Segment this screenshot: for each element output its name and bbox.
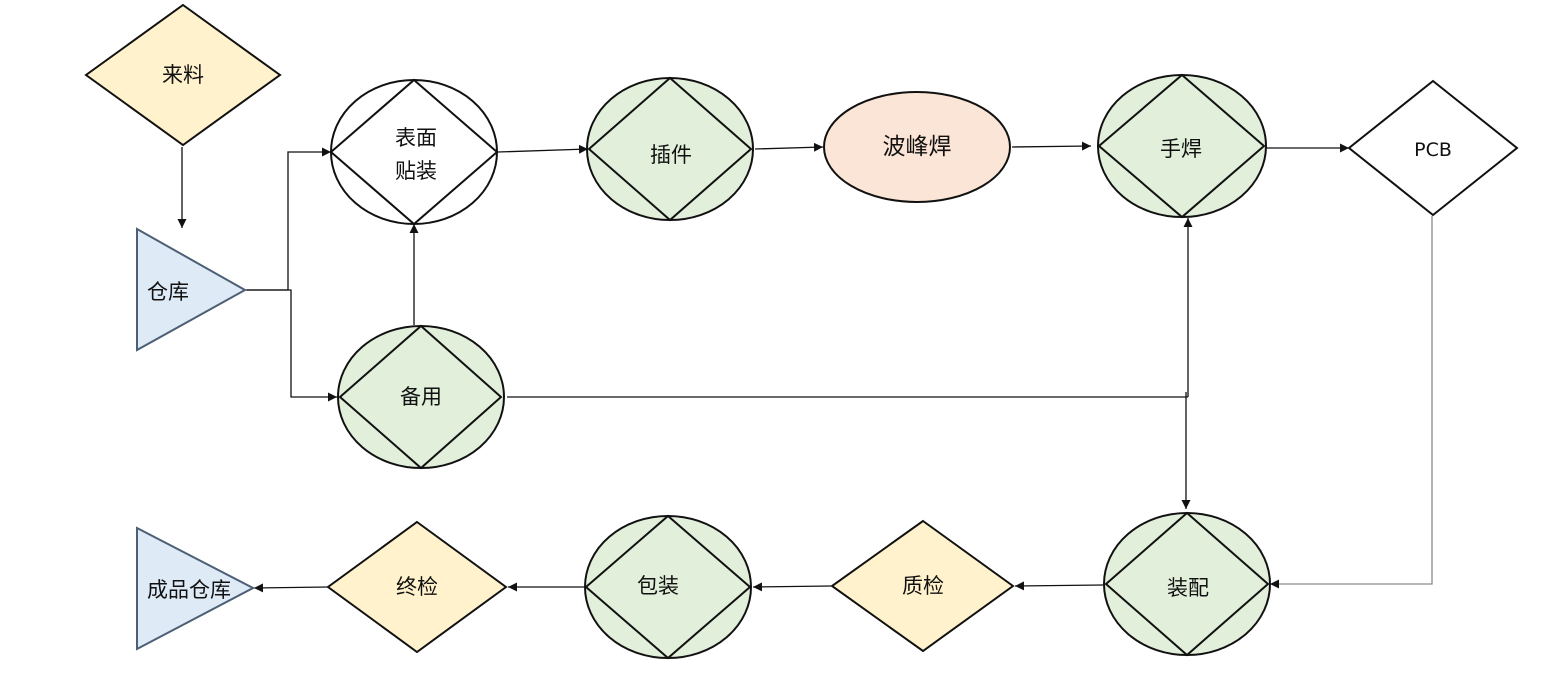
node-packaging: 包装: [584, 514, 752, 660]
node-assembly-label: 装配: [1167, 576, 1209, 600]
node-hand-solder-diamond: [1097, 73, 1266, 219]
node-qc-shape: [830, 519, 1015, 653]
node-qc-label: 质检: [902, 574, 944, 598]
node-pcb-shape: [1347, 79, 1519, 217]
node-wave-solder-ellipse: [823, 91, 1011, 203]
node-pcb: PCB: [1347, 79, 1519, 217]
node-assembly: 装配: [1103, 511, 1271, 657]
edge-final-check-to-finished-warehouse: [253, 583, 329, 593]
node-incoming-shape: [84, 3, 282, 147]
node-final-check-shape: [326, 520, 508, 654]
node-warehouse-label: 仓库: [147, 280, 189, 304]
node-spare: 备用: [337, 324, 505, 470]
node-final-check: 终检: [326, 520, 508, 654]
node-insertion-label: 插件: [650, 143, 692, 167]
edges: [177, 141, 1433, 593]
node-smt: 表面 贴装: [329, 78, 499, 226]
node-hand-solder: 手焊: [1097, 73, 1267, 219]
node-incoming-label: 来料: [162, 63, 204, 87]
edge-warehouse-to-smt: [246, 147, 331, 291]
node-smt-label-line2: 贴装: [395, 159, 437, 183]
node-smt-label-line1: 表面: [395, 126, 437, 150]
node-smt-diamond: [329, 78, 499, 226]
edge-insertion-to-wave-solder: [754, 142, 824, 152]
edge-assembly-to-qc: [1014, 581, 1104, 591]
node-packaging-diamond: [584, 514, 752, 660]
node-final-check-label: 终检: [396, 575, 438, 599]
node-spare-diamond: [338, 324, 503, 470]
node-assembly-diamond: [1104, 511, 1270, 657]
node-qc: 质检: [830, 519, 1015, 653]
edge-wave-solder-to-hand-solder: [1011, 141, 1092, 151]
node-pcb-label: PCB: [1414, 139, 1452, 161]
node-smt-ellipse: [330, 79, 498, 225]
node-insertion: 插件: [586, 76, 754, 222]
edge-qc-to-packaging: [752, 582, 832, 592]
edge-pcb-to-assembly: [1270, 216, 1433, 589]
node-finished-warehouse-label: 成品仓库: [147, 578, 231, 602]
node-insertion-diamond: [587, 76, 753, 222]
node-spare-label: 备用: [400, 385, 442, 409]
node-finished-warehouse: 成品仓库: [136, 526, 256, 651]
node-finished-warehouse-shape: [136, 526, 256, 651]
node-incoming: 来料: [84, 3, 282, 147]
edge-smt-to-insertion: [497, 144, 589, 154]
edge-warehouse-to-spare: [246, 289, 337, 402]
node-warehouse: 仓库: [136, 227, 248, 352]
node-wave-solder: 波峰焊: [823, 91, 1011, 203]
node-wave-solder-label: 波峰焊: [883, 134, 952, 160]
node-packaging-label: 包装: [637, 574, 679, 598]
node-hand-solder-label: 手焊: [1160, 137, 1202, 161]
node-warehouse-shape: [136, 227, 248, 352]
